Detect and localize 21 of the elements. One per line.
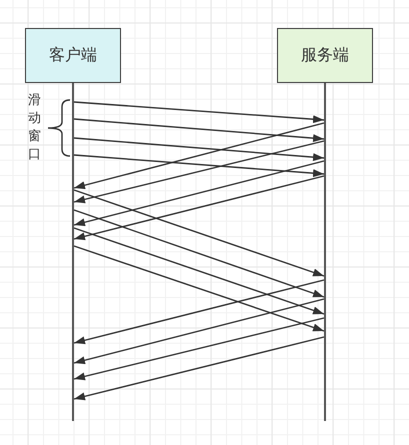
arrow [74, 227, 324, 315]
participant-box: 服务端 [277, 28, 373, 83]
arrow [74, 140, 324, 204]
arrow [74, 189, 324, 277]
lifeline [324, 83, 326, 421]
lifeline [72, 83, 74, 421]
arrow [74, 209, 324, 298]
arrow [74, 317, 324, 380]
arrow [74, 298, 324, 364]
arrow [74, 279, 324, 344]
arrow [74, 336, 324, 400]
participant-box: 客户端 [25, 28, 121, 83]
arrow [74, 118, 324, 142]
arrow [74, 137, 324, 162]
arrow [74, 245, 324, 332]
arrow [74, 175, 324, 240]
arrow [74, 154, 324, 178]
arrow [74, 101, 324, 124]
arrow [74, 160, 324, 226]
arrow [74, 122, 324, 190]
side-label: 滑动窗口 [28, 92, 42, 164]
